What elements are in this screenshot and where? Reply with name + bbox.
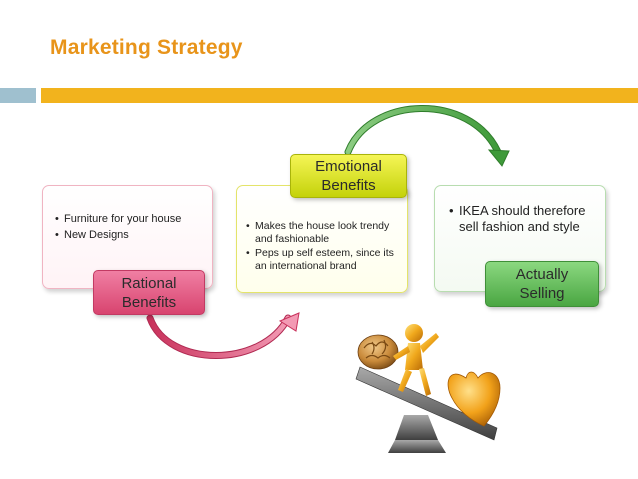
label-line: Emotional [315,158,382,175]
heart-icon [447,371,501,427]
seesaw-pedestal [388,440,446,453]
slide-title: Marketing Strategy [50,36,243,59]
seesaw-plank [355,366,498,441]
rational-bullet-list: Furniture for your house New Designs [55,211,205,243]
brain-icon [357,334,399,370]
selling-bullet-list: IKEA should therefore sell fashion and s… [449,203,599,235]
label-line: Benefits [321,177,376,194]
label-line: Rational [121,274,177,292]
person-figure-icon [393,324,439,396]
header-band-right [41,88,638,103]
arrow-rational-to-emotional [146,312,300,359]
bullet-item: IKEA should therefore sell fashion and s… [449,203,599,235]
emotional-bullet-list: Makes the house look trendy and fashiona… [246,220,402,274]
bullet-item: New Designs [55,227,205,243]
label-line: Actually [515,266,569,283]
arrow-emotional-to-selling [344,105,510,167]
header-band-left [0,88,36,103]
bullet-item: Peps up self esteem, since its an intern… [246,247,402,273]
label-line: Benefits [121,293,177,311]
bullet-item: Furniture for your house [55,211,205,227]
bullet-item: Makes the house look trendy and fashiona… [246,220,402,246]
label-line: Selling [519,285,565,302]
